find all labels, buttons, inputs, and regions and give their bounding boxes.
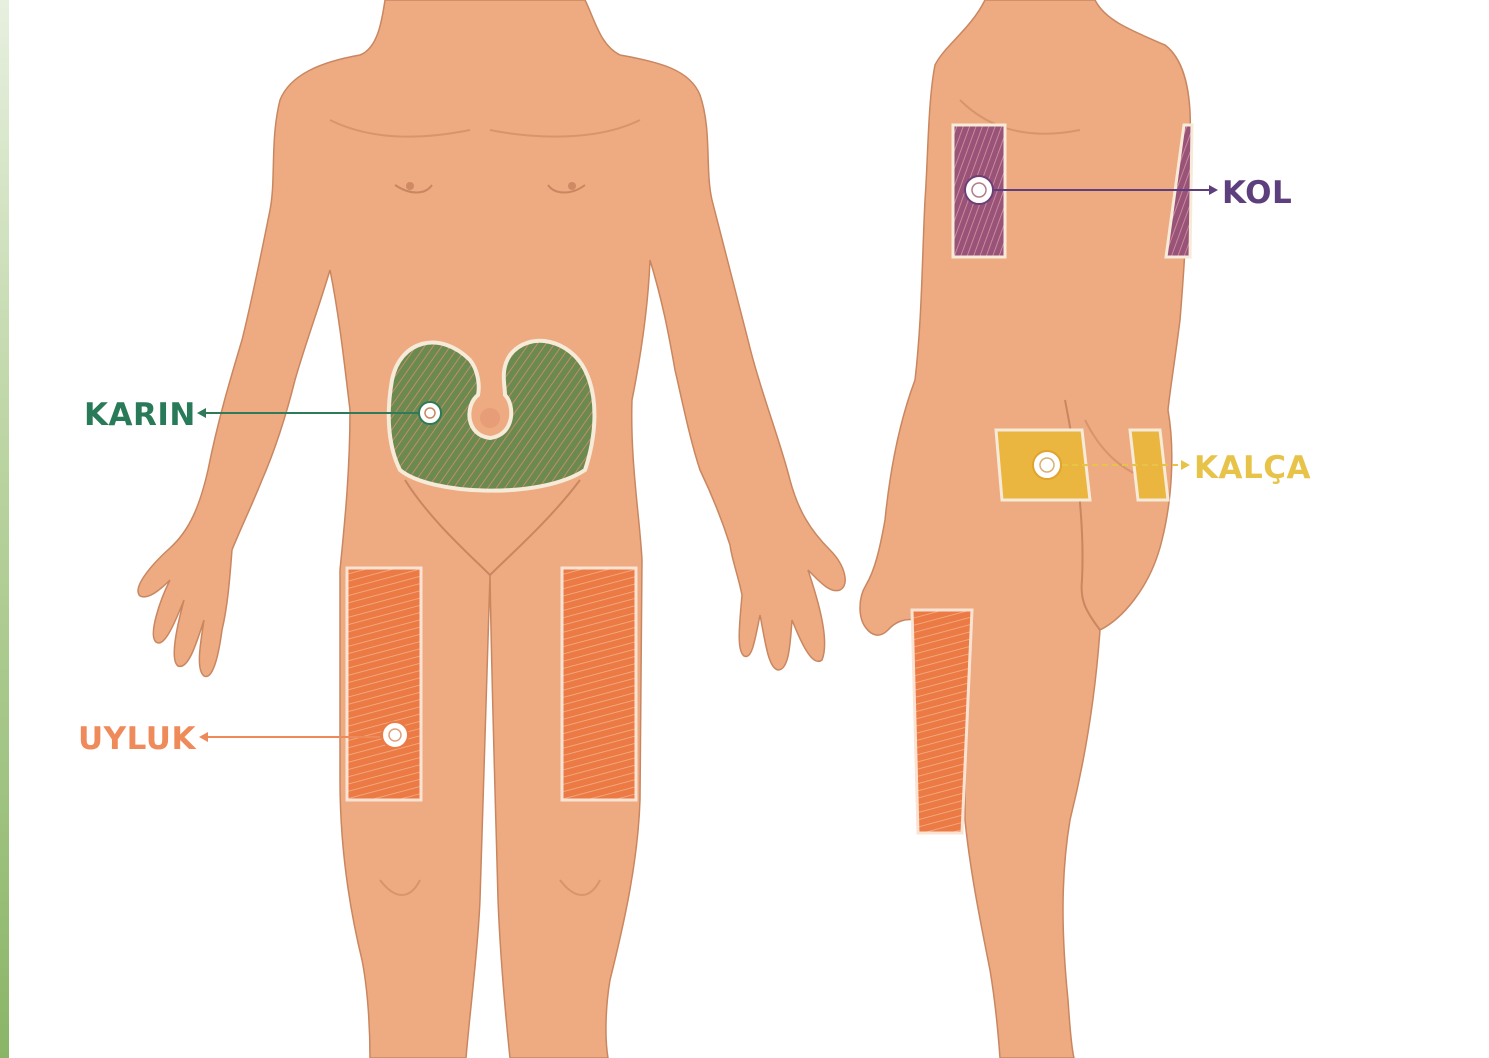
uyluk-back-thigh-area <box>912 610 972 833</box>
front-torso <box>138 0 845 1058</box>
uyluk-right-thigh-area <box>562 568 636 800</box>
karin-label: KARIN <box>84 397 196 433</box>
arrow-left-icon <box>199 732 208 742</box>
kalca-label: KALÇA <box>1194 450 1311 486</box>
kol-label: KOL <box>1222 175 1292 211</box>
back-torso <box>860 0 1190 1058</box>
arrow-right-icon <box>1181 460 1190 470</box>
uyluk-label: UYLUK <box>78 721 196 757</box>
back-body <box>860 0 1190 1058</box>
arrow-right-icon <box>1209 185 1218 195</box>
arrow-left-icon <box>197 408 206 418</box>
uyluk-left-thigh-area <box>347 568 421 800</box>
uyluk-back-zone <box>912 610 972 833</box>
front-body <box>138 0 845 1058</box>
